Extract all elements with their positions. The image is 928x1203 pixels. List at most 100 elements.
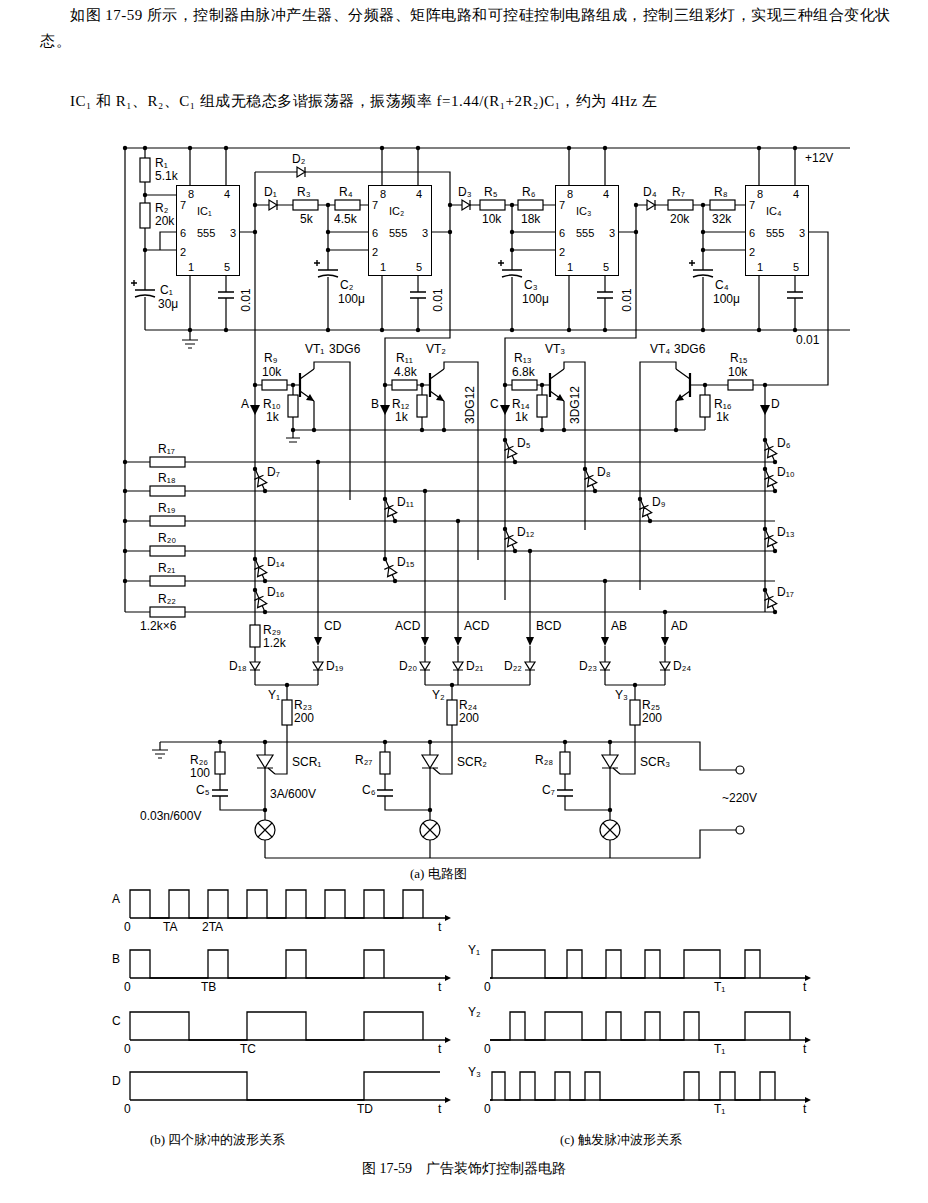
junction-dot <box>291 428 295 432</box>
resistor-symbol <box>480 200 505 210</box>
junction-dot <box>510 203 514 207</box>
junction-dot <box>253 557 257 561</box>
component-label: T₁ <box>714 981 725 994</box>
component-label: D₁ <box>264 186 277 199</box>
component-label: 20k <box>155 215 174 228</box>
waveform-trace <box>490 1012 790 1040</box>
junction-dot <box>263 489 267 493</box>
arrowhead <box>601 637 609 646</box>
ic-chip-box: 847IC₁65553215 <box>176 185 240 276</box>
junction-dot <box>663 610 667 614</box>
component-label: 0 <box>124 921 131 934</box>
circuit-wire <box>125 148 850 612</box>
pin-number: 3 <box>609 227 615 239</box>
transistor-lead <box>300 369 690 401</box>
arrowhead <box>314 637 322 646</box>
component-label: AB <box>611 620 627 633</box>
component-label: 100μ <box>713 293 740 306</box>
junction-dot <box>513 549 517 553</box>
junction-dot <box>326 248 330 252</box>
arrowhead <box>250 405 811 1103</box>
junction-dot <box>123 519 127 523</box>
resistor-symbol <box>728 380 753 390</box>
pin-number: 6 <box>749 227 755 239</box>
component-label: VT₃ <box>545 343 565 356</box>
resistor-symbol <box>262 380 287 390</box>
junction-dot <box>757 328 761 332</box>
junction-dot <box>773 610 777 614</box>
resistor-symbol <box>250 625 260 647</box>
lamp-symbol <box>600 820 620 840</box>
component-value: 0.01 <box>621 288 634 311</box>
arrowhead <box>760 405 770 415</box>
junction-dot <box>312 428 316 432</box>
component-label: R₁₆ <box>714 398 732 411</box>
diode-instance <box>250 167 780 679</box>
chip-type: 555 <box>766 227 784 239</box>
component-label: 3A/600V <box>270 788 316 801</box>
scr-symbol <box>422 755 438 768</box>
intro-paragraph: IC₁ 和 R₁、R₂、C₁ 组成无稳态多谐振荡器，振荡频率 f=1.44/(R… <box>40 88 900 114</box>
component-label: R₂ <box>155 202 168 215</box>
junction-dot <box>285 683 289 687</box>
junction-dot <box>380 328 384 332</box>
junction-dot <box>503 438 507 442</box>
junction-dot <box>123 146 797 812</box>
pin-number: 6 <box>559 227 565 239</box>
circuit-wire <box>690 148 828 612</box>
circuit-wire <box>268 685 635 774</box>
junction-dot <box>224 146 228 150</box>
capacitor-symbol <box>498 260 522 277</box>
diode-instance <box>420 655 430 679</box>
component-value: 3DG12 <box>569 386 582 424</box>
component-label: T₁ <box>714 1043 725 1056</box>
component-label: D₂₀ <box>399 660 417 673</box>
component-label: 200 <box>294 712 314 725</box>
component-label: AD <box>671 620 688 633</box>
component-label: VT₁ <box>305 343 324 356</box>
resistor-symbol <box>512 380 537 390</box>
junction-dot <box>773 549 777 553</box>
circuit-wire <box>145 148 255 330</box>
waveform-trace <box>130 890 805 1100</box>
component-label: Y₂ <box>432 689 445 702</box>
component-label: 32k <box>712 213 731 226</box>
junction-dot <box>253 203 257 207</box>
junction-dot <box>608 808 612 812</box>
scr-symbol <box>257 755 618 768</box>
junction-dot <box>383 497 387 501</box>
junction-dot <box>224 328 228 332</box>
waveform-trace <box>130 890 423 918</box>
circuit-wire <box>220 742 610 810</box>
figure-subcaption: (a) 电路图 <box>410 866 467 881</box>
component-label: t <box>438 921 441 934</box>
arrowhead <box>421 637 429 646</box>
chip-name: IC₁ <box>197 205 212 217</box>
component-label: C₂ <box>340 279 353 292</box>
component-label: VT₂ <box>426 343 446 356</box>
component-label: D₁₀ <box>777 466 795 479</box>
junction-dot <box>326 328 330 332</box>
junction-dot <box>793 328 797 332</box>
intro-paragraph: 如图 17-59 所示，控制器由脉冲产生器、分频器、矩阵电路和可控硅控制电路组成… <box>40 2 900 54</box>
circuit-wire <box>703 205 745 330</box>
component-label: 0 <box>484 1043 491 1056</box>
component-label: D <box>112 1075 121 1088</box>
pin-number: 1 <box>188 261 194 273</box>
junction-dot <box>456 519 460 523</box>
arrowhead <box>250 405 260 415</box>
component-label: t <box>438 981 441 994</box>
component-label: D₄ <box>643 186 657 199</box>
junction-dot <box>448 230 452 234</box>
arrowhead <box>445 1097 451 1103</box>
figure-caption: 图 17-59 广告装饰灯控制器电路 <box>0 1160 928 1178</box>
arrowhead <box>454 637 462 646</box>
junction-dot <box>793 146 797 150</box>
component-label: R₂₇ <box>355 754 372 767</box>
component-label: R₃ <box>297 186 311 199</box>
circuit-wire <box>505 148 745 600</box>
component-label: ~220V <box>722 792 757 805</box>
component-label: ACD <box>464 620 489 633</box>
component-label: D₇ <box>267 466 280 479</box>
resistor-symbol <box>293 200 318 210</box>
